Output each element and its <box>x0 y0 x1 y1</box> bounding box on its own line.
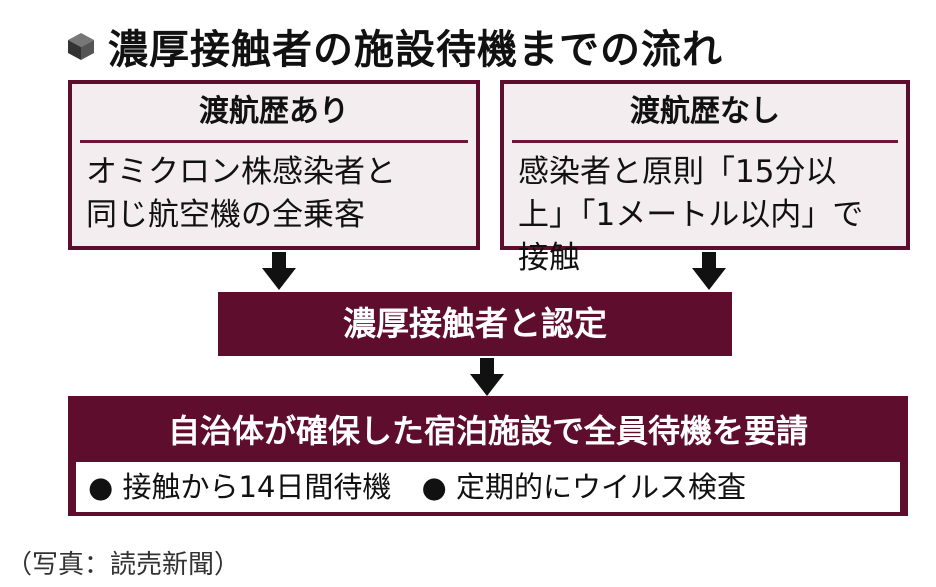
detail-item: ● 接触から14日間待機 <box>88 470 392 504</box>
arrow-down-icon <box>692 252 726 290</box>
diagram-title: 濃厚接触者の施設待機までの流れ <box>66 16 723 76</box>
final-step-heading: 自治体が確保した宿泊施設で全員待機を要請 <box>167 412 808 450</box>
final-step: 自治体が確保した宿泊施設で全員待機を要請 ● 接触から14日間待機 ● 定期的に… <box>68 396 908 516</box>
middle-step: 濃厚接触者と認定 <box>218 292 732 356</box>
final-step-details: ● 接触から14日間待機 ● 定期的にウイルス検査 <box>76 462 900 512</box>
left-box-body: オミクロン株感染者と 同じ航空機の全乗客 <box>72 143 476 245</box>
title-text: 濃厚接触者の施設待機までの流れ <box>108 27 723 73</box>
photo-credit: （写真：読売新聞） <box>6 550 241 580</box>
cube-icon <box>68 33 94 60</box>
arrow-down-icon <box>470 358 504 396</box>
right-box-line: 上」「1メートル以内」で接触 <box>518 197 864 276</box>
left-box-line: オミクロン株感染者と <box>86 154 396 190</box>
left-box: 渡航歴あり オミクロン株感染者と 同じ航空機の全乗客 <box>68 80 480 250</box>
right-box-body: 感染者と原則「15分以 上」「1メートル以内」で接触 <box>504 143 906 288</box>
detail-item: ● 定期的にウイルス検査 <box>421 470 746 504</box>
left-box-heading: 渡航歴あり <box>80 84 468 143</box>
arrow-down-icon <box>262 252 296 290</box>
left-box-line: 同じ航空機の全乗客 <box>86 197 365 233</box>
right-box-line: 感染者と原則「15分以 <box>518 154 837 190</box>
right-box: 渡航歴なし 感染者と原則「15分以 上」「1メートル以内」で接触 <box>500 80 910 276</box>
right-box-heading: 渡航歴なし <box>512 84 898 143</box>
